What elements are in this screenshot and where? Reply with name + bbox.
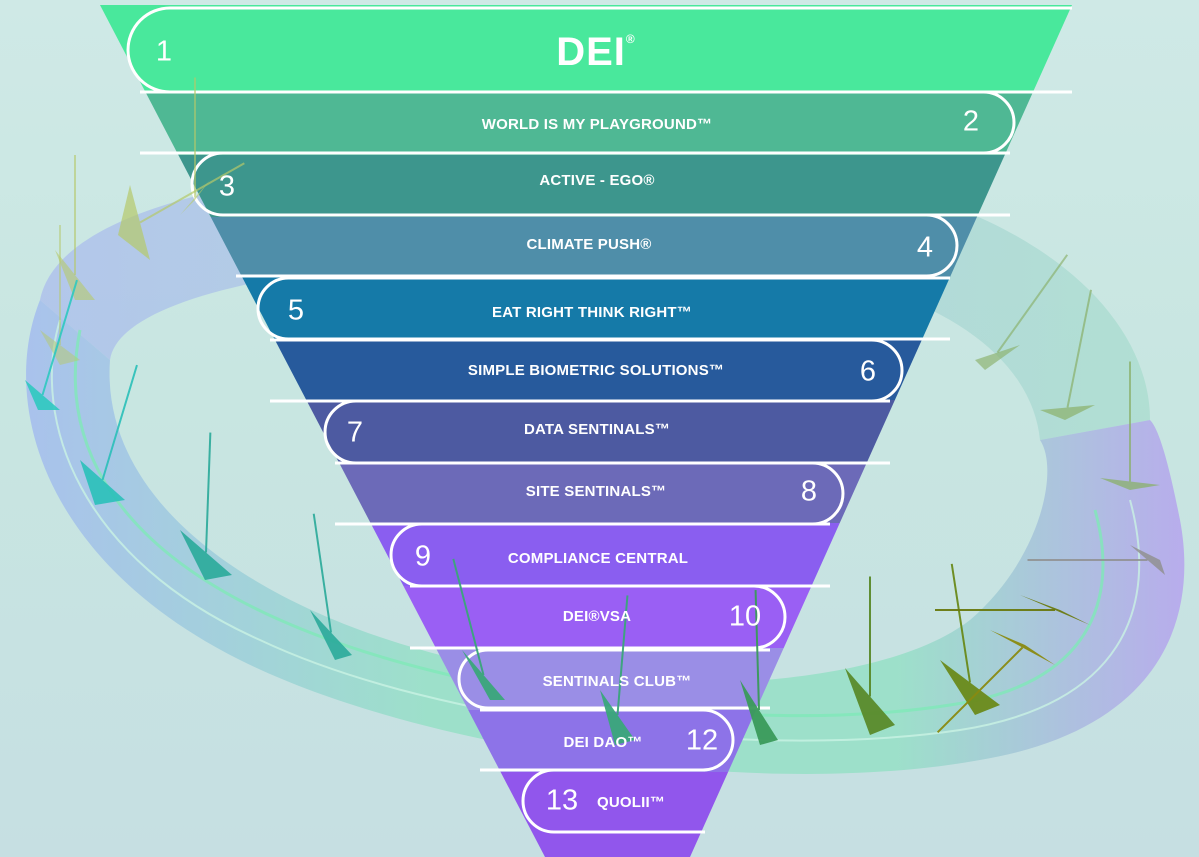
cone-stick xyxy=(205,432,212,553)
tier-3-label: ACTIVE - EGO® xyxy=(539,172,655,189)
funnel-tier-3 xyxy=(178,155,1005,217)
tier-outline-4 xyxy=(236,213,959,278)
cone-stick xyxy=(1066,289,1093,408)
funnel-tier-2 xyxy=(145,92,1033,155)
ring-band xyxy=(26,300,1185,774)
tier-number-7: 7 xyxy=(346,416,364,449)
tier-outline-9 xyxy=(389,522,830,588)
tier-4-label: CLIMATE PUSH® xyxy=(526,236,652,253)
cone-marker-icon xyxy=(118,185,150,260)
logo-text: DEI xyxy=(556,30,626,74)
cone-marker-icon xyxy=(180,530,232,580)
tier-number-12: 12 xyxy=(685,724,719,757)
cone-marker-icon xyxy=(1100,478,1160,490)
cone-marker-icon xyxy=(740,680,778,745)
cone-marker-icon xyxy=(310,610,352,660)
cone-stick xyxy=(101,364,138,481)
tier-number-3: 3 xyxy=(218,170,236,203)
funnel-tier-1 xyxy=(100,5,1072,92)
cone-stick xyxy=(41,279,78,396)
funnel-tier-4 xyxy=(210,217,977,277)
cone-stick xyxy=(996,254,1069,354)
tier-outline-12 xyxy=(480,708,735,772)
tier-outline-10 xyxy=(410,584,787,650)
tier-outline-6 xyxy=(270,338,904,403)
cone-stick xyxy=(312,513,332,633)
cone-stick xyxy=(936,646,1024,734)
tier-outline-11 xyxy=(457,648,770,710)
cone-marker-icon xyxy=(975,345,1020,370)
tier-2-label: WORLD IS MY PLAYGROUND™ xyxy=(481,116,713,133)
cone-stick xyxy=(616,595,629,716)
funnel-tier-5 xyxy=(242,277,951,340)
funnel-tier-7 xyxy=(306,400,895,462)
tier-6-label: SIMPLE BIOMETRIC SOLUTIONS™ xyxy=(467,362,725,379)
tier-outline-5 xyxy=(256,276,950,341)
cone-stick xyxy=(452,558,485,676)
funnel-tier-11 xyxy=(435,648,784,710)
tier-number-9: 9 xyxy=(414,540,432,573)
tier-13-label: QUOLII™ xyxy=(596,794,666,811)
tier-12-label: DEI DAO™ xyxy=(563,734,643,751)
dei-logo: DEI® xyxy=(556,30,636,75)
funnel-tier-13 xyxy=(500,772,729,857)
cone-marker-icon xyxy=(600,690,635,745)
logo-mark: ® xyxy=(625,32,636,46)
funnel-tier-12 xyxy=(468,710,756,772)
tier-outline-7 xyxy=(323,399,890,465)
tier-number-13: 13 xyxy=(545,784,579,817)
tier-number-8: 8 xyxy=(800,475,818,508)
sentinals-club-label: SENTINALS CLUB™ xyxy=(542,673,692,690)
cone-marker-icon xyxy=(40,330,80,365)
cone-marker-icon xyxy=(1040,405,1095,420)
cone-stick xyxy=(950,563,971,683)
tier-number-10: 10 xyxy=(728,600,762,633)
tier-outline-2 xyxy=(140,90,1016,155)
tier-number-4: 4 xyxy=(916,231,934,264)
tier-9-label: COMPLIANCE CENTRAL xyxy=(507,550,689,567)
tier-outline-3 xyxy=(190,151,1010,217)
tier-outline-13 xyxy=(521,768,705,834)
funnel-tier-8 xyxy=(338,462,868,523)
tier-number-1: 1 xyxy=(155,35,173,68)
cone-marker-icon xyxy=(80,460,125,505)
tier-5-label: EAT RIGHT THINK RIGHT™ xyxy=(492,304,692,321)
tier-7-label: DATA SENTINALS™ xyxy=(523,421,671,438)
funnel-tier-10 xyxy=(403,586,812,648)
cone-marker-icon xyxy=(940,660,1000,715)
cone-marker-icon xyxy=(845,668,895,735)
tier-number-6: 6 xyxy=(859,355,877,388)
tier-number-5: 5 xyxy=(287,294,305,327)
tier-outline-1 xyxy=(126,6,1072,94)
tier-10-label: DEI®VSA xyxy=(562,608,632,625)
tier-outline-8 xyxy=(335,461,845,526)
cone-stick xyxy=(139,162,245,224)
funnel-tier-6 xyxy=(274,340,922,400)
tier-8-label: SITE SENTINALS™ xyxy=(525,483,667,500)
tier-number-2: 2 xyxy=(962,105,980,138)
funnel-tier-9 xyxy=(370,523,840,586)
cone-stick xyxy=(754,590,760,711)
